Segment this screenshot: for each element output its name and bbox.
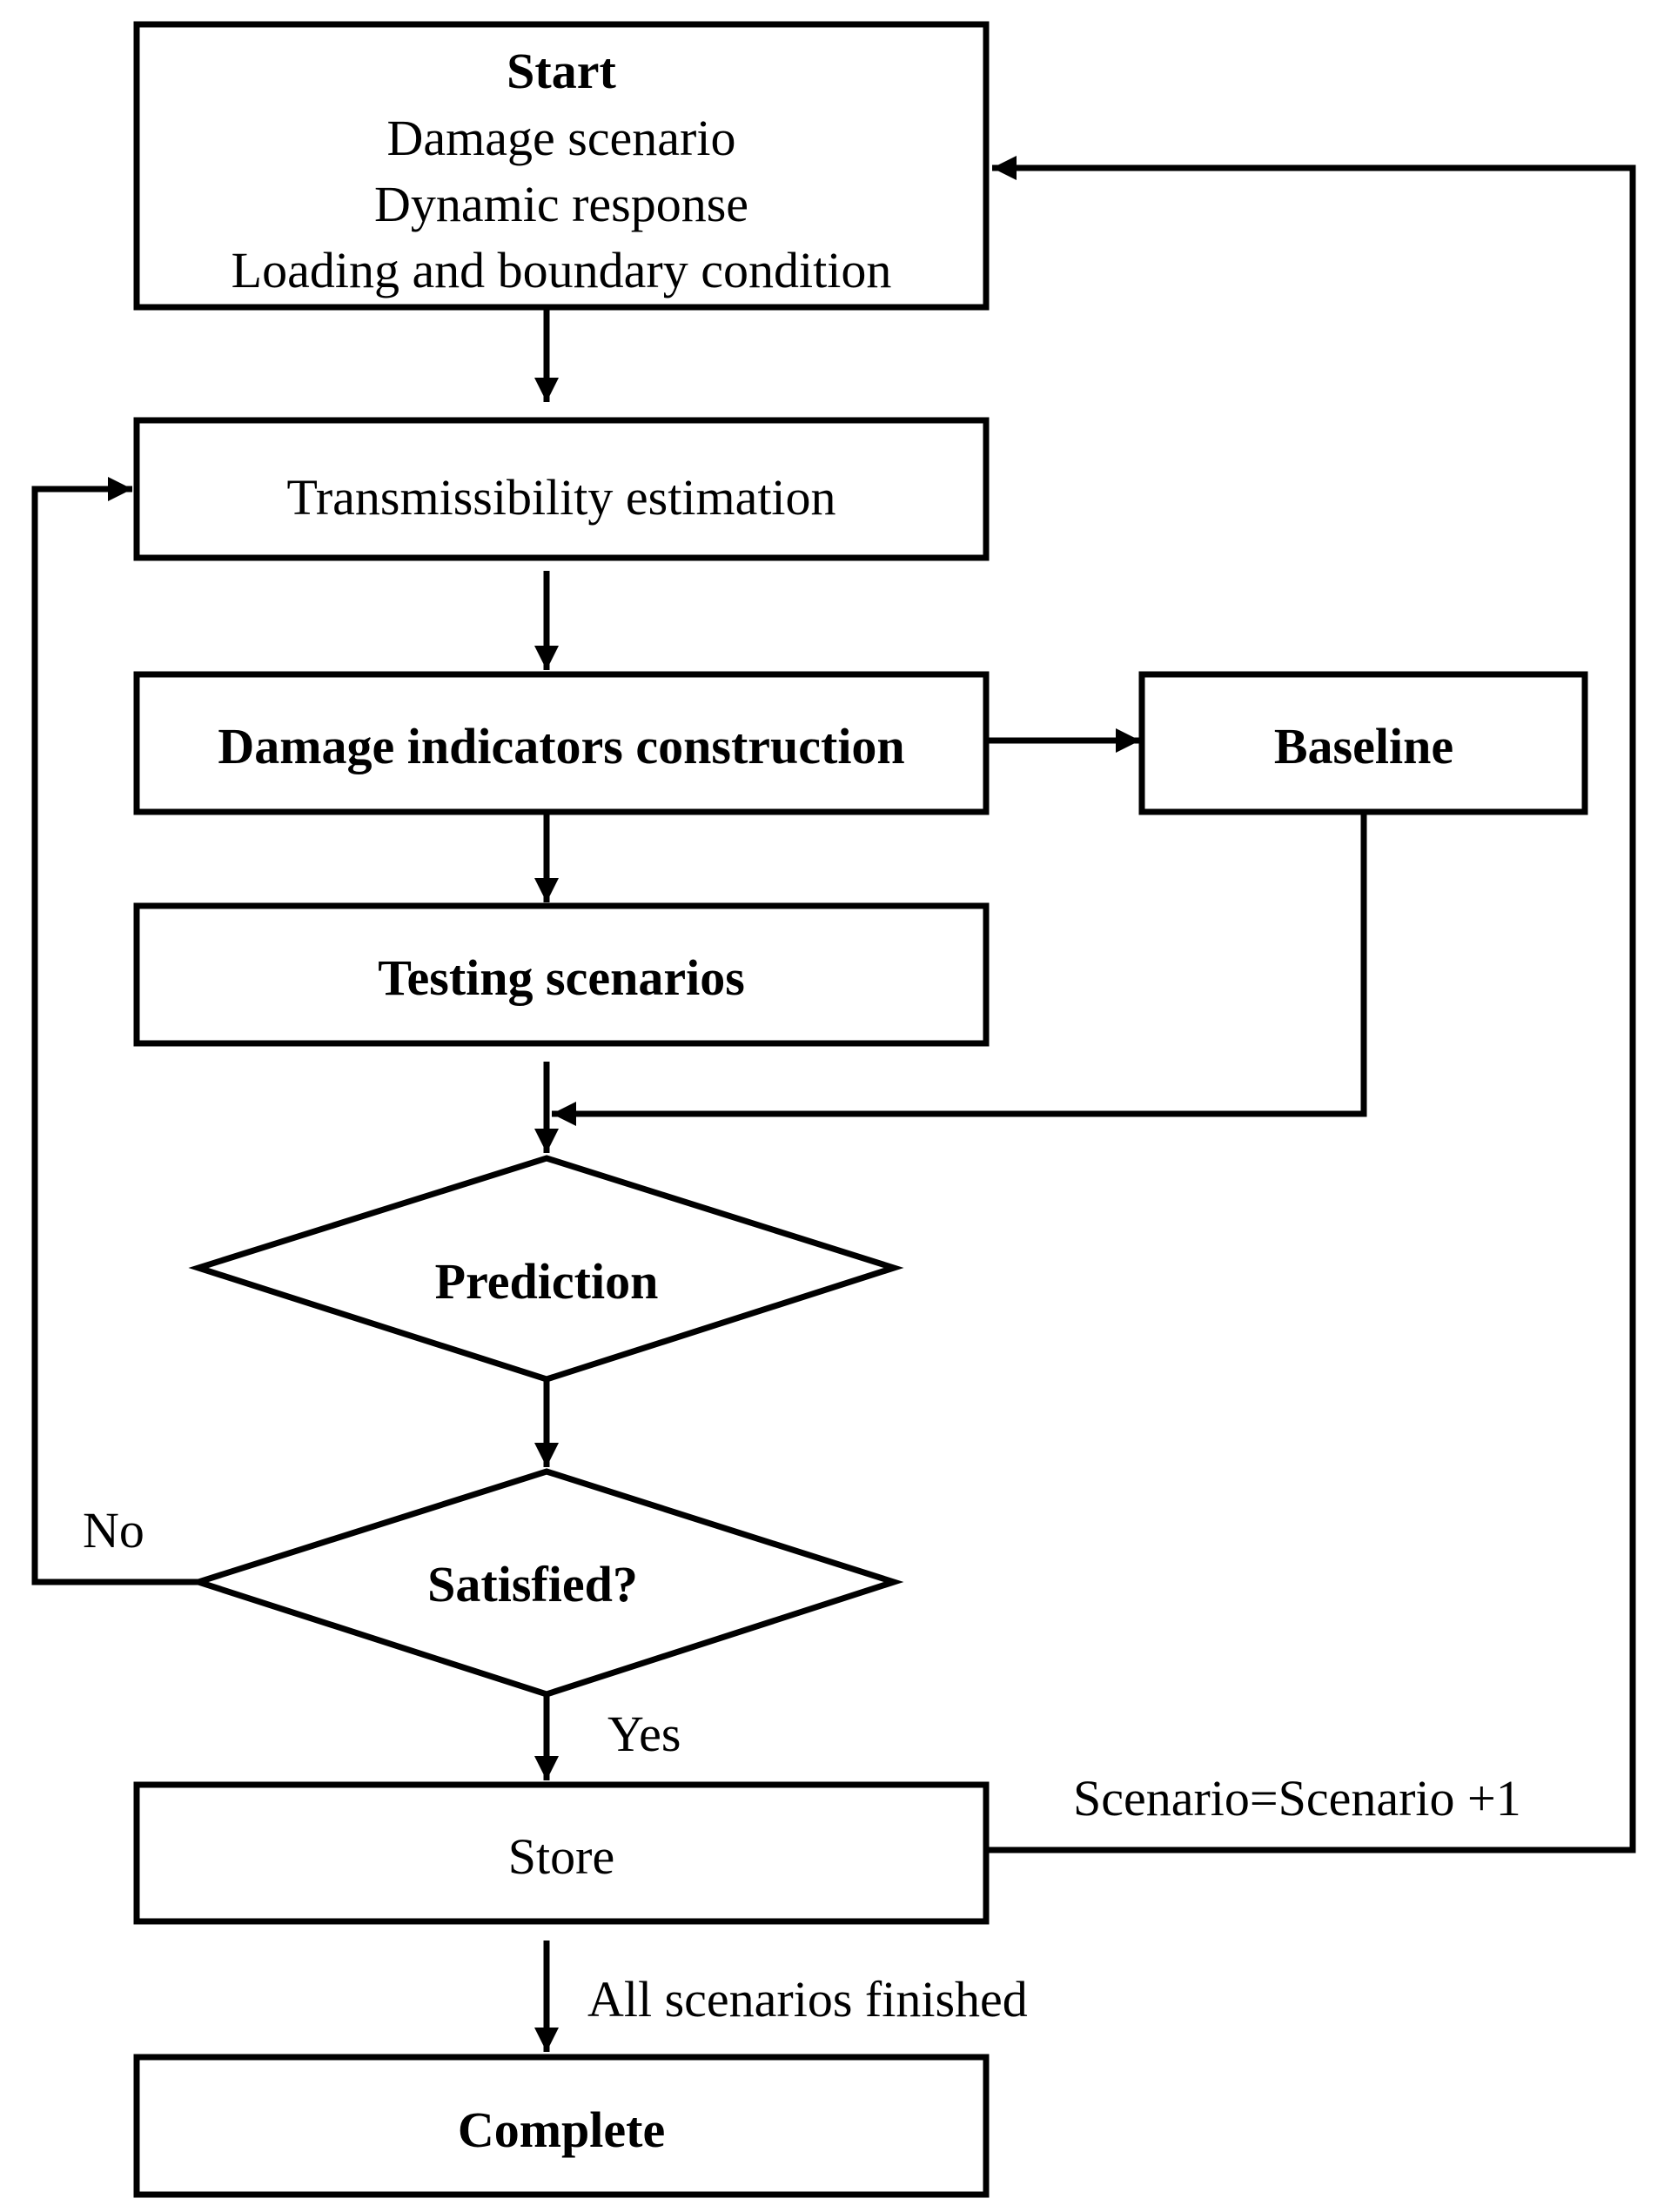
edge-label-yes: Yes [607,1706,681,1762]
complete-node: Complete [133,2054,990,2198]
store-label: Store [508,1828,614,1885]
baseline-box [1138,671,1588,815]
store-box [133,1781,990,1925]
edge-label-no: No [83,1502,144,1558]
testing-node: Testing scenarios [133,902,990,1047]
edge-label-loop: Scenario=Scenario +1 [1073,1770,1521,1827]
start-line-damage-scenario: Damage scenario [387,110,736,166]
testing-box [133,902,990,1047]
satisfied-label: Satisfied? [427,1556,638,1612]
store-node: Store [133,1781,990,1925]
start-box [133,21,990,311]
prediction-node: Prediction [188,1155,904,1383]
start-line-loading-boundary: Loading and boundary condition [232,242,892,298]
arrow-baseline-to-prediction [552,814,1367,1126]
baseline-label: Baseline [1274,718,1453,774]
testing-label: Testing scenarios [378,949,745,1006]
transmissibility-node: Transmissibility estimation [133,417,990,561]
arrow-store-loop-to-start [988,156,1636,1853]
complete-label: Complete [458,2101,665,2158]
transmissibility-label: Transmissibility estimation [286,469,836,526]
damage-indicators-label: Damage indicators construction [218,718,904,774]
prediction-label: Prediction [435,1253,659,1310]
damage-indicators-node: Damage indicators construction [133,671,990,815]
complete-box [133,2054,990,2198]
damage-indicators-box [133,671,990,815]
satisfied-node: Satisfied? [188,1468,904,1698]
start-node: Start Damage scenario Dynamic response L… [133,21,990,311]
edge-label-finished: All scenarios finished [587,1971,1028,2028]
start-line-dynamic-response: Dynamic response [374,176,748,232]
baseline-node: Baseline [1138,671,1588,815]
start-title: Start [507,43,616,99]
transmissibility-box [133,417,990,561]
arrow-satisfied-no-loop [31,477,198,1585]
